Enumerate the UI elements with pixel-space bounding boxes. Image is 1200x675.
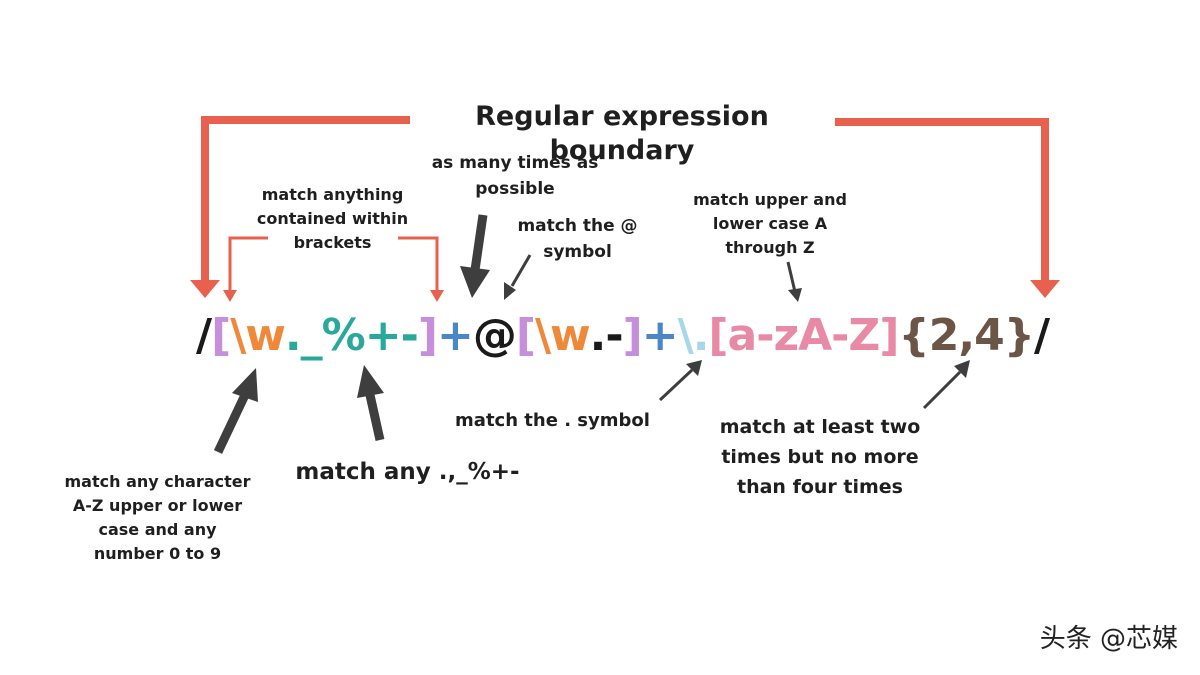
az-arrow-head [788, 288, 802, 302]
label-count: match at least two times but no more tha… [719, 416, 921, 498]
regex-token: ._%+- [284, 310, 419, 361]
boundary-left-arrowhead [190, 280, 220, 298]
brackets-left-arrowhead [223, 290, 237, 302]
symbols-arrow-shaft [365, 394, 385, 441]
label-at: match the @ symbol [517, 216, 638, 262]
brackets-right-line [398, 236, 439, 290]
times-arrow-head [460, 266, 490, 298]
anychar-arrow-shaft [213, 393, 250, 454]
regex-token: \w [230, 310, 286, 361]
at-arrow-shaft [510, 254, 532, 287]
dot-arrow-head [686, 360, 702, 376]
regex-token: [a-zA-Z] [708, 310, 899, 361]
boundary-right-line [835, 118, 1049, 282]
at-arrow-head [504, 282, 516, 300]
anychar-arrow-head [232, 368, 258, 402]
label-any-symbols: match any .,_%+- [295, 459, 520, 485]
regex-token: + [641, 310, 679, 361]
regex-token: + [436, 310, 474, 361]
times-arrow-shaft [470, 214, 488, 271]
symbols-arrow-head [357, 365, 384, 398]
regex-token: [ [515, 310, 536, 361]
boundary-title: Regular expression boundary [475, 101, 769, 166]
label-times: as many times as possible [431, 153, 599, 199]
label-az: match upper and lower case A through Z [693, 190, 847, 257]
regex-token: [ [211, 310, 231, 361]
regex-token: \. [677, 310, 710, 361]
dot-arrow-shaft [658, 368, 694, 402]
regex-token: .- [589, 310, 624, 361]
boundary-right-arrowhead [1030, 280, 1060, 298]
regex-token: ] [417, 310, 438, 361]
regex-token: ] [622, 310, 643, 361]
az-arrow-shaft [786, 261, 797, 293]
regex-token: \w [534, 310, 591, 361]
brackets-right-arrowhead [430, 290, 444, 302]
count-arrow-shaft [922, 370, 962, 410]
regex-token: @ [472, 310, 517, 361]
regex-token: / [1034, 310, 1050, 361]
boundary-left-line [201, 116, 410, 282]
regex-token: {2,4} [898, 310, 1035, 361]
regex-token: / [196, 310, 212, 361]
brackets-left-line [228, 236, 268, 290]
label-any-char: match any character A-Z upper or lower c… [64, 472, 251, 563]
label-dot: match the . symbol [455, 410, 650, 431]
regex-expression: /[\w._%+-]+@[\w.-]+\.[a-zA-Z]{2,4}/ [196, 306, 1050, 366]
watermark: 头条 @芯媒 [1039, 624, 1178, 654]
label-brackets: match anything contained within brackets [256, 185, 409, 252]
count-arrow-head [954, 360, 970, 378]
